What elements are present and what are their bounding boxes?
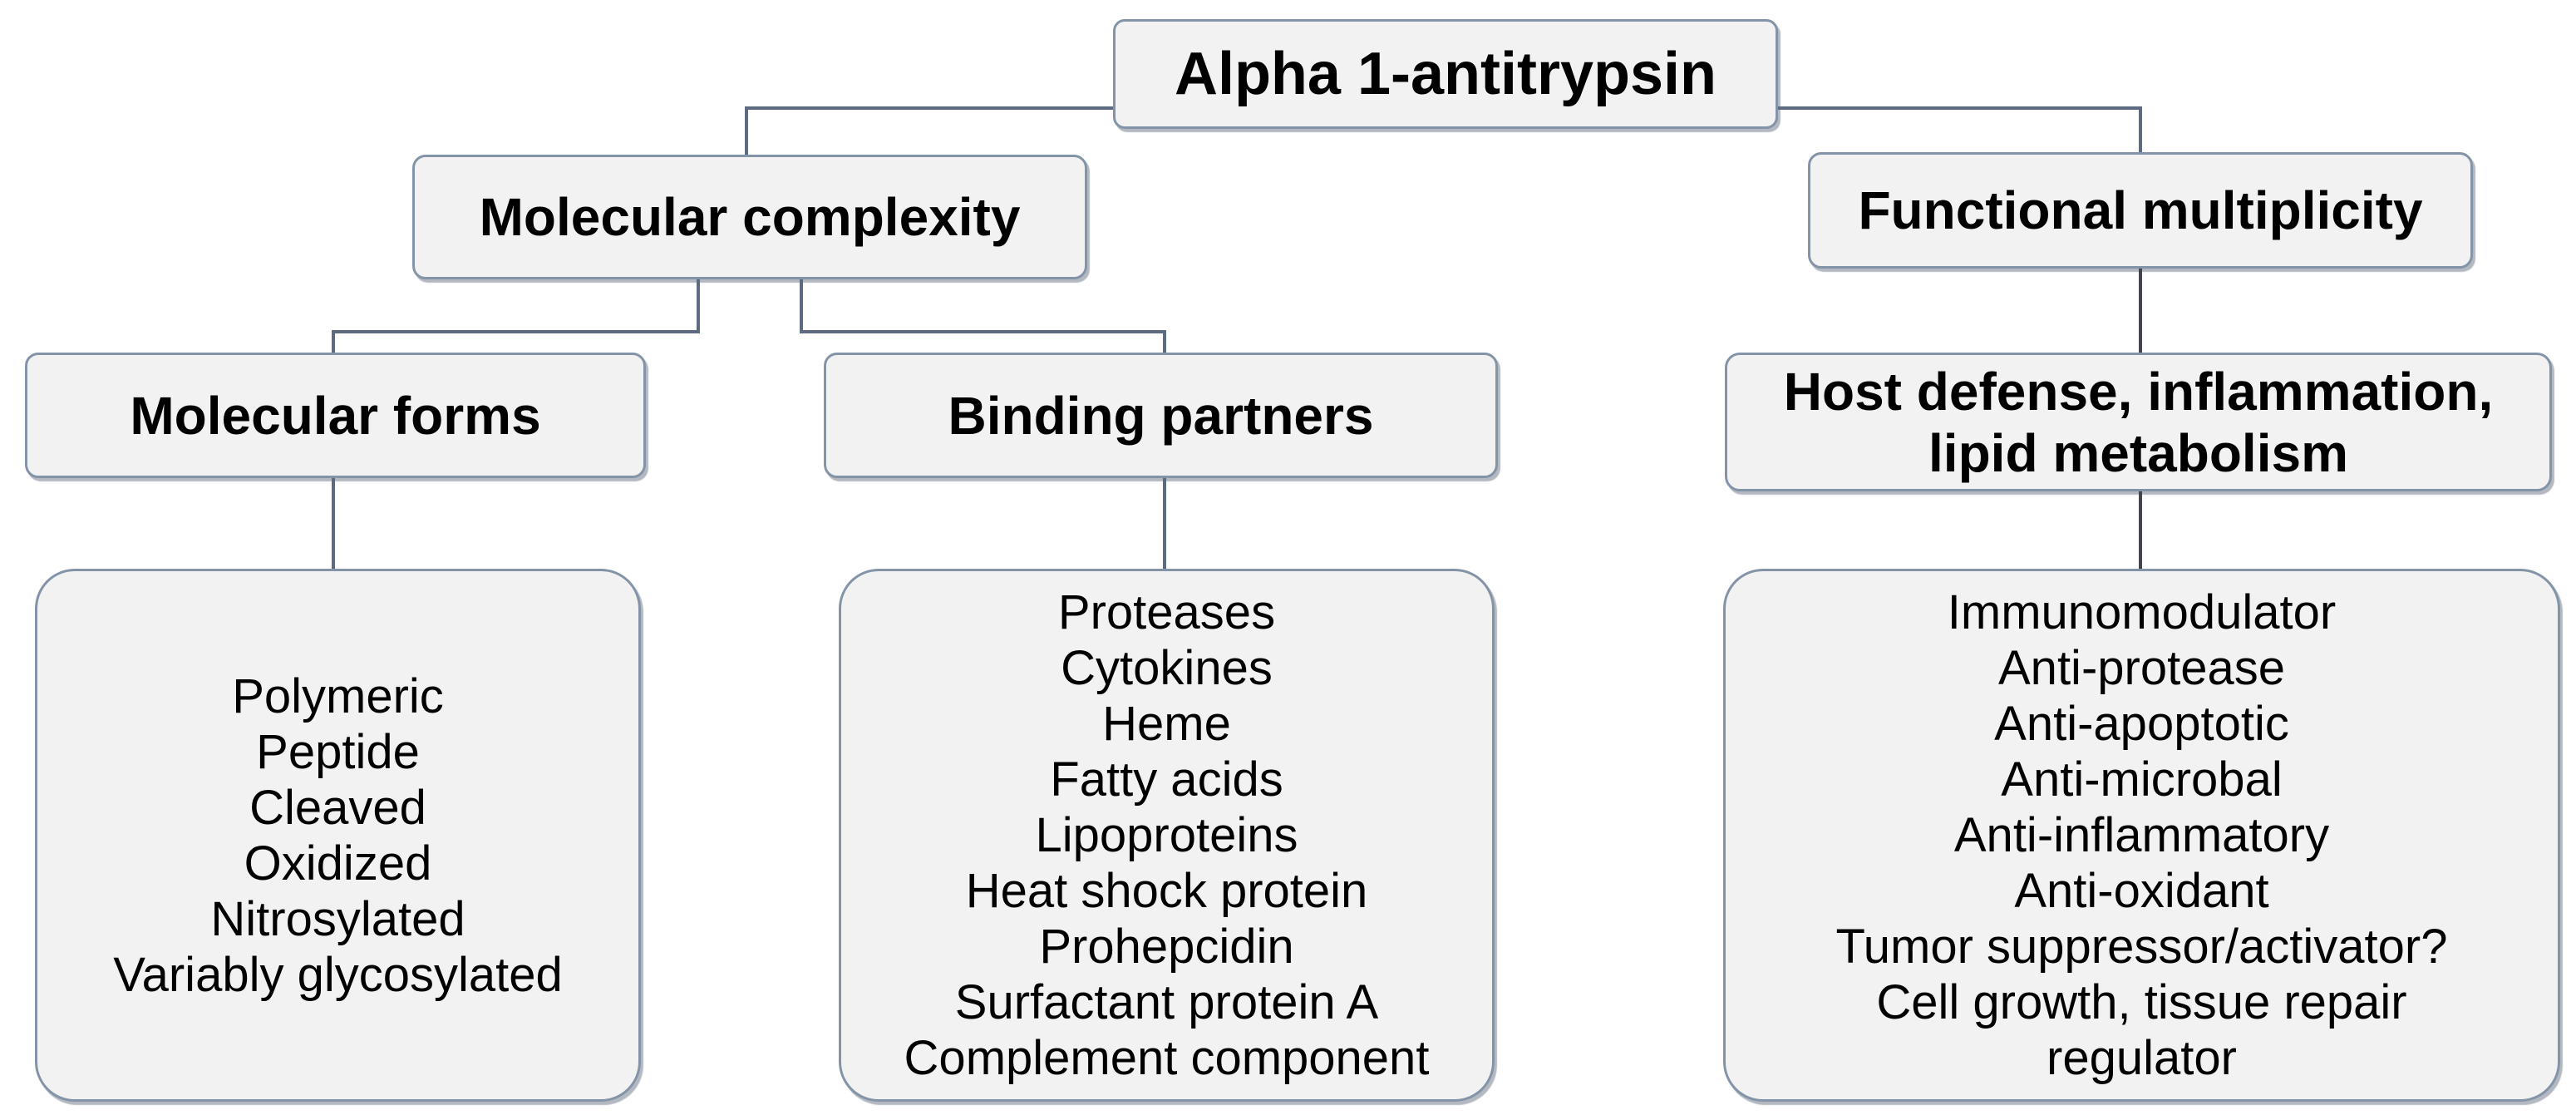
list-item: Anti-microbal	[2001, 752, 2283, 807]
list-item: Oxidized	[244, 836, 432, 891]
leaf-molecular-forms: Polymeric Peptide Cleaved Oxidized Nitro…	[35, 569, 641, 1102]
list-item: Heat shock protein	[965, 864, 1368, 918]
node-host-defense: Host defense, inflammation, lipid metabo…	[1725, 353, 2552, 491]
node-alpha-1-antitrypsin: Alpha 1-antitrypsin	[1113, 19, 1778, 129]
list-item: Anti-oxidant	[2014, 864, 2269, 918]
list-item: Cytokines	[1061, 641, 1273, 695]
node-label: Alpha 1-antitrypsin	[1174, 41, 1717, 107]
list-item: Peptide	[256, 724, 420, 779]
node-label: Binding partners	[948, 385, 1374, 446]
connector-mc-right-stub	[800, 279, 803, 333]
connector-fm-to-host-defense-v	[2139, 269, 2142, 355]
list-item: Anti-apoptotic	[1994, 697, 2289, 751]
node-functional-multiplicity: Functional multiplicity	[1808, 152, 2473, 269]
list-item: Cleaved	[249, 780, 426, 835]
connector-binding-partners-to-leaf	[1163, 478, 1166, 571]
connector-host-defense-to-leaf	[2139, 491, 2142, 571]
list-item: Nitrosylated	[210, 891, 465, 946]
node-label: Host defense, inflammation, lipid metabo…	[1783, 361, 2494, 483]
list-item: Anti-protease	[1998, 641, 2285, 695]
node-binding-partners: Binding partners	[824, 353, 1498, 478]
list-item: Polymeric	[232, 669, 444, 723]
list-item: Prohepcidin	[1039, 920, 1294, 974]
connector-root-to-molecular-complexity-h	[745, 106, 1113, 110]
connector-mc-to-binding-partners-v	[1163, 330, 1166, 355]
list-item: Complement component	[904, 1031, 1430, 1085]
list-item: Surfactant protein A	[954, 975, 1379, 1029]
list-item: Proteases	[1057, 585, 1276, 639]
node-label: Molecular forms	[130, 385, 541, 446]
list-item: Cell growth, tissue repair regulator	[1876, 975, 2407, 1085]
list-item: Anti-inflammatory	[1953, 808, 2330, 862]
connector-mc-to-molecular-forms-h	[332, 330, 700, 333]
node-molecular-forms: Molecular forms	[25, 353, 646, 478]
connector-mc-left-stub	[697, 279, 700, 333]
list-item: Fatty acids	[1050, 752, 1283, 807]
leaf-host-defense: Immunomodulator Anti-protease Anti-apopt…	[1723, 569, 2560, 1102]
list-item: Immunomodulator	[1947, 585, 2337, 639]
node-label: Molecular complexity	[479, 187, 1021, 247]
list-item: Variably glycosylated	[113, 947, 563, 1002]
list-item: Lipoproteins	[1035, 808, 1298, 862]
list-item: Tumor suppressor/activator?	[1835, 920, 2448, 974]
node-molecular-complexity: Molecular complexity	[412, 155, 1087, 279]
connector-root-to-functional-multiplicity-v	[2139, 106, 2142, 154]
connector-molecular-forms-to-leaf	[332, 478, 335, 571]
connector-root-to-molecular-complexity-v	[745, 106, 748, 156]
list-item: Heme	[1102, 697, 1231, 751]
leaf-binding-partners: Proteases Cytokines Heme Fatty acids Lip…	[839, 569, 1495, 1102]
connector-mc-to-molecular-forms-v	[332, 330, 335, 355]
connector-mc-to-binding-partners-h	[800, 330, 1166, 333]
connector-root-to-functional-multiplicity-h	[1778, 106, 2142, 110]
node-label: Functional multiplicity	[1858, 180, 2423, 240]
